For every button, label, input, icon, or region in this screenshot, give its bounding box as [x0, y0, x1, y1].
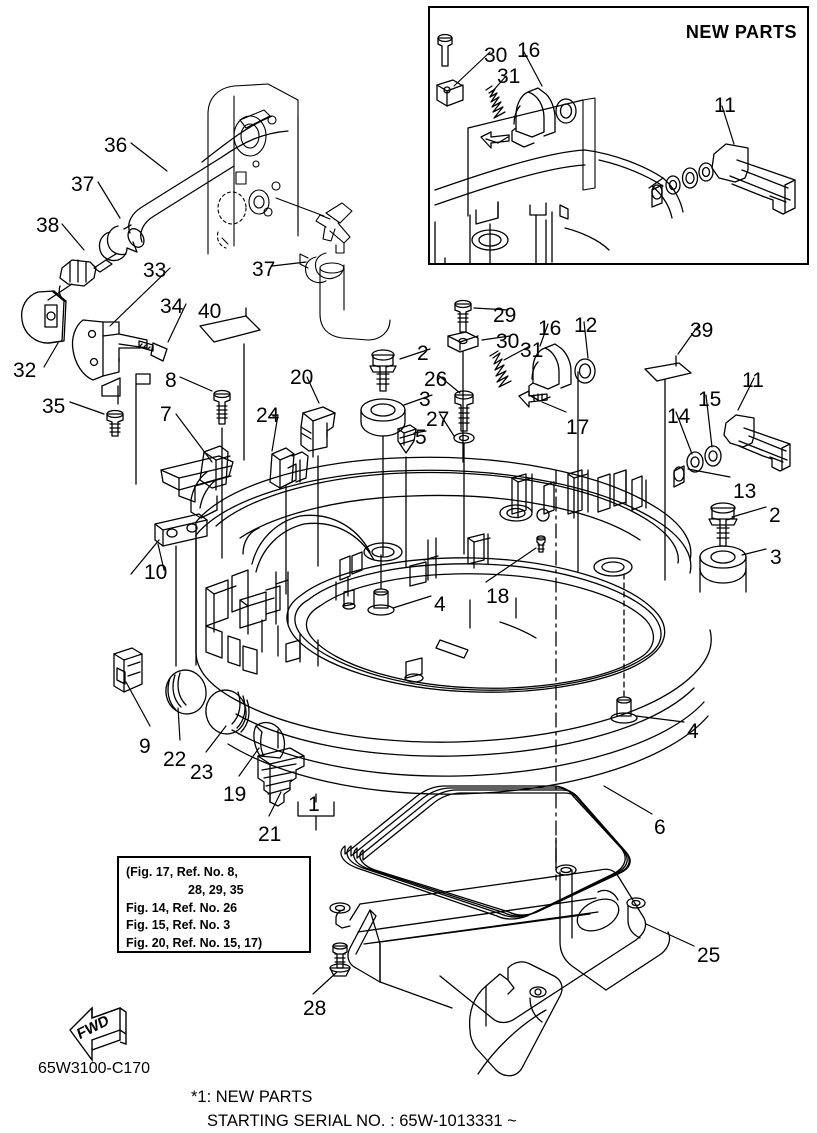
callout-main-4: 4 [434, 593, 446, 616]
callout-main-2: 2 [417, 342, 429, 365]
callout-main-38: 38 [36, 214, 60, 237]
callout-main-2: 2 [769, 504, 781, 527]
callout-main-16: 16 [538, 317, 562, 340]
callout-main-20: 20 [290, 366, 314, 389]
callout-main-17: 17 [566, 416, 590, 439]
callout-main-14: 14 [667, 405, 691, 428]
callout-main-15: 15 [698, 388, 722, 411]
callout-main-37: 37 [252, 258, 276, 281]
bracket-7-group [130, 389, 234, 667]
callout-main-24: 24 [256, 404, 280, 427]
engine-block-outline [207, 83, 391, 341]
callout-main-9: 9 [139, 735, 151, 758]
callout-main-21: 21 [258, 823, 282, 846]
ref-line-1: 28, 29, 35 [188, 882, 244, 897]
new-parts-title: NEW PARTS [685, 22, 797, 42]
callout-main-4: 4 [687, 720, 699, 743]
footnote-serial-number: STARTING SERIAL NO. : 65W-1013331 ~ [207, 1112, 517, 1130]
callout-main-35: 35 [42, 395, 66, 418]
callout-main-3: 3 [419, 388, 431, 411]
callout-main-1: 1 [308, 793, 320, 816]
plate-40 [199, 307, 261, 461]
callout-main-19: 19 [223, 783, 247, 806]
callout-main-5: 5 [415, 426, 427, 449]
callout-main-37: 37 [71, 173, 95, 196]
ref-line-4: Fig. 20, Ref. No. 15, 17) [126, 936, 263, 950]
callout-main-7: 7 [160, 403, 172, 426]
fwd-arrow-icon [69, 1006, 127, 1063]
bottom-cowling [195, 456, 712, 920]
callout-inset-11: 11 [714, 94, 736, 117]
footnote-new-parts: *1: NEW PARTS [191, 1088, 313, 1106]
caps-and-plugs [113, 647, 335, 831]
callout-main-40: 40 [198, 300, 222, 323]
callout-main-27: 27 [426, 408, 450, 431]
fwd-orientation-marker: FWD [60, 1003, 130, 1058]
callout-main-25: 25 [697, 944, 721, 967]
callout-inset-16: 16 [517, 39, 541, 62]
callout-main-30: 30 [496, 330, 520, 353]
leader-lines [43, 51, 767, 995]
ref-line-0: (Fig. 17, Ref. No. 8, [126, 865, 238, 879]
callout-main-10: 10 [144, 561, 168, 584]
callout-main-36: 36 [104, 134, 128, 157]
callout-inset-31: 31 [497, 65, 521, 88]
callout-main-32: 32 [13, 359, 37, 382]
callout-main-34: 34 [160, 295, 184, 318]
ref-line-2: Fig. 14, Ref. No. 26 [126, 900, 238, 915]
bracket-33 [71, 319, 168, 485]
new-parts-inset-box: NEW PARTS [428, 6, 809, 265]
fasteners-center [360, 299, 791, 593]
callout-main-29: 29 [493, 304, 517, 327]
figure-reference-box: (Fig. 17, Ref. No. 8, 28, 29, 35 Fig. 14… [117, 856, 311, 953]
hose-assembly [20, 115, 289, 344]
callout-inset-30: 30 [484, 44, 508, 67]
callout-main-8: 8 [165, 369, 177, 392]
callout-main-3: 3 [770, 546, 782, 569]
callout-main-18: 18 [486, 585, 510, 608]
callout-main-28: 28 [303, 997, 327, 1020]
fwd-label: FWD [75, 1011, 112, 1044]
callout-main-31: 31 [520, 339, 544, 362]
callout-main-13: 13 [733, 480, 757, 503]
callout-main-23: 23 [190, 761, 214, 784]
callout-main-12: 12 [574, 314, 598, 337]
callout-main-26: 26 [424, 368, 448, 391]
ref-line-3: Fig. 15, Ref. No. 3 [126, 918, 231, 933]
callout-main-33: 33 [143, 259, 167, 282]
inset-artwork [434, 33, 796, 265]
callout-main-11: 11 [742, 369, 764, 392]
lower-cowling-25 [329, 837, 671, 1077]
callout-main-39: 39 [690, 319, 714, 342]
plug-20 [300, 406, 336, 567]
part-code-label: 65W3100-C170 [38, 1060, 151, 1077]
callout-main-22: 22 [163, 748, 187, 771]
callout-main-6: 6 [654, 816, 666, 839]
